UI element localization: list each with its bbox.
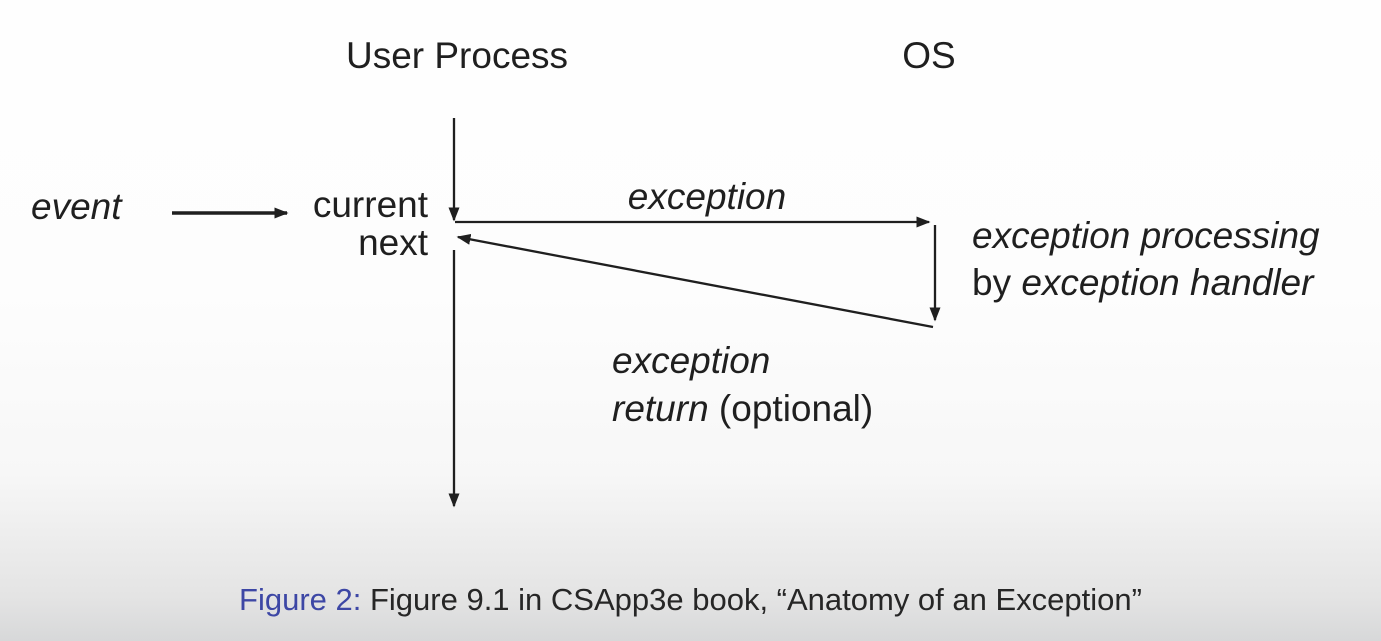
return-text: return <box>612 388 709 429</box>
exception-return-line2: return (optional) <box>612 385 873 433</box>
exception-handler-text: exception handler <box>1021 262 1314 303</box>
arrow-exception-return-icon <box>456 233 934 329</box>
current-instruction-label: current <box>312 184 428 225</box>
exception-text: exception <box>612 340 771 381</box>
instruction-states: current next <box>228 186 428 262</box>
exception-return-note: exception return (optional) <box>612 337 873 433</box>
exception-processing-note: exception processing by exception handle… <box>972 212 1320 306</box>
user-process-column-label: User Process <box>345 35 569 76</box>
exception-processing-line1: exception processing <box>972 212 1320 259</box>
event-label: event <box>31 186 122 227</box>
os-column-label: OS <box>902 35 956 76</box>
figure-caption-text: Figure 9.1 in CSApp3e book, “Anatomy of … <box>361 582 1142 617</box>
optional-text: (optional) <box>708 388 874 429</box>
next-instruction-label: next <box>358 222 428 263</box>
exception-arrow-label: exception <box>627 176 787 217</box>
exception-processing-text: exception processing <box>972 215 1320 256</box>
by-text: by <box>972 262 1022 303</box>
exception-return-line1: exception <box>612 337 873 385</box>
figure-caption: Figure 2: Figure 9.1 in CSApp3e book, “A… <box>0 581 1381 618</box>
exception-processing-line2: by exception handler <box>972 259 1320 306</box>
figure-caption-number: Figure 2: <box>239 582 362 617</box>
